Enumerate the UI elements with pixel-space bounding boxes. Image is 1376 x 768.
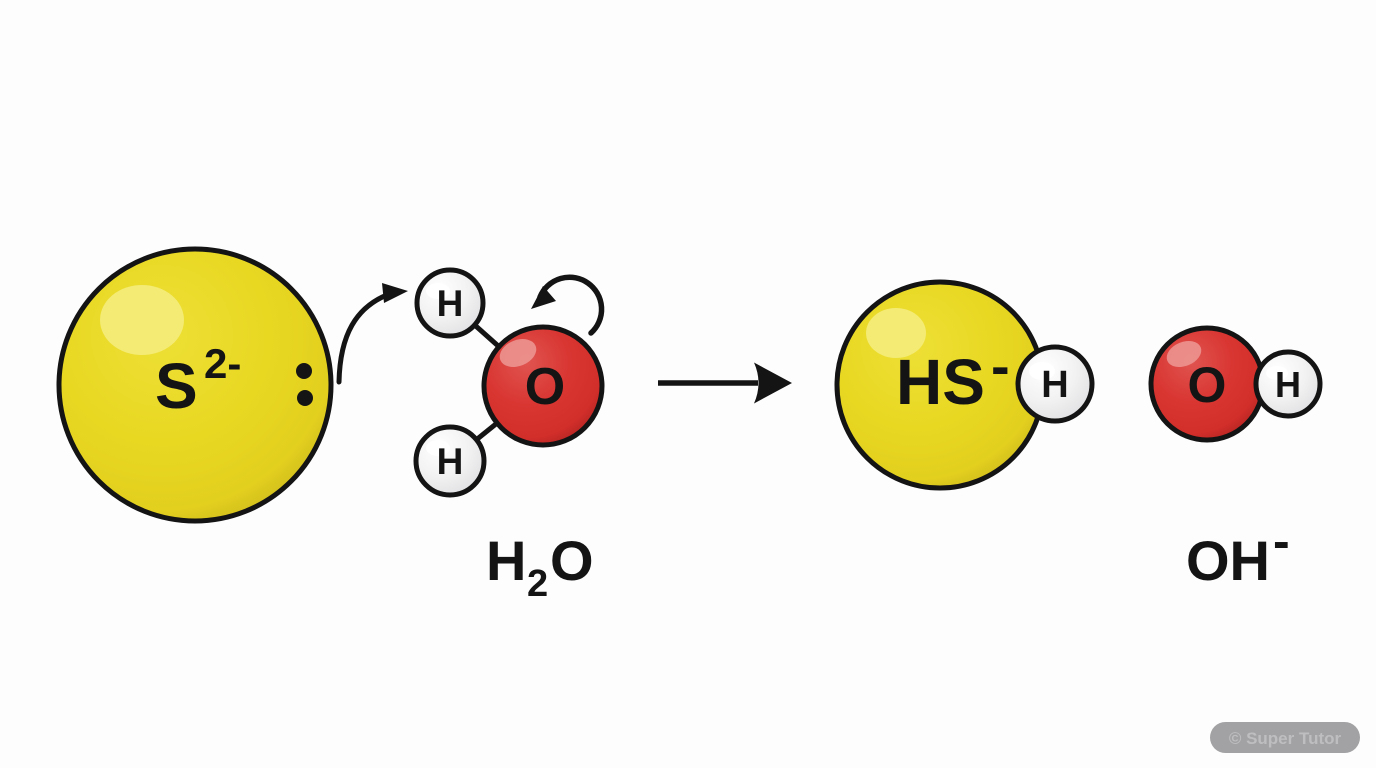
water-formula-label: H 2 O	[486, 529, 594, 605]
hydroxide-formula-label: OH -	[1186, 513, 1290, 592]
sphere-highlight	[426, 440, 450, 456]
curved-arrow-shaft	[336, 290, 395, 385]
sulfide-symbol: S	[155, 350, 198, 422]
curved-arrow-head	[382, 283, 408, 303]
hydrosulfide-symbol: HS	[896, 346, 985, 418]
electron-dot	[296, 363, 312, 379]
electron-dot	[297, 390, 313, 406]
curved-arrow-head	[531, 286, 556, 309]
formula-base: OH	[1186, 529, 1270, 592]
watermark-text: © Super Tutor	[1229, 729, 1342, 748]
watermark-badge: © Super Tutor	[1210, 722, 1360, 753]
sulfide-charge: 2-	[204, 340, 241, 387]
formula-h: H	[486, 529, 526, 592]
curved-arrow-shaft	[537, 274, 605, 336]
curved-arrow-lone-pair	[336, 283, 408, 385]
hydrosulfide-ion: HS - H	[834, 279, 1095, 491]
hydrogen-bottom-label: H	[437, 441, 464, 482]
sphere-highlight	[1266, 366, 1288, 380]
sphere-highlight	[1029, 362, 1055, 380]
sulfide-ion: S 2-	[56, 246, 334, 524]
hydrogen-top-label: H	[437, 283, 464, 324]
curved-arrow-bond-shift	[531, 274, 605, 336]
formula-o: O	[550, 529, 594, 592]
lone-pair-dots	[296, 363, 313, 406]
sphere-highlight	[1166, 340, 1202, 368]
sphere-highlight	[499, 339, 537, 367]
watermark-pill	[1210, 722, 1360, 753]
hydroxide-ion: O H	[1148, 325, 1323, 443]
formula-subscript: 2	[527, 563, 548, 605]
hydrogen-label: H	[1041, 364, 1068, 406]
oxygen-label: O	[1188, 357, 1227, 413]
reaction-arrow-head	[754, 362, 792, 404]
sphere-highlight	[426, 283, 450, 299]
sphere-highlight	[100, 285, 184, 355]
reaction-arrow	[658, 362, 792, 404]
hydrogen-label: H	[1275, 364, 1301, 405]
oxygen-label: O	[525, 358, 565, 416]
water-molecule: O H H	[413, 267, 605, 498]
formula-charge: -	[1273, 513, 1290, 569]
hydrosulfide-charge: -	[991, 334, 1010, 397]
sphere-highlight	[866, 308, 926, 358]
